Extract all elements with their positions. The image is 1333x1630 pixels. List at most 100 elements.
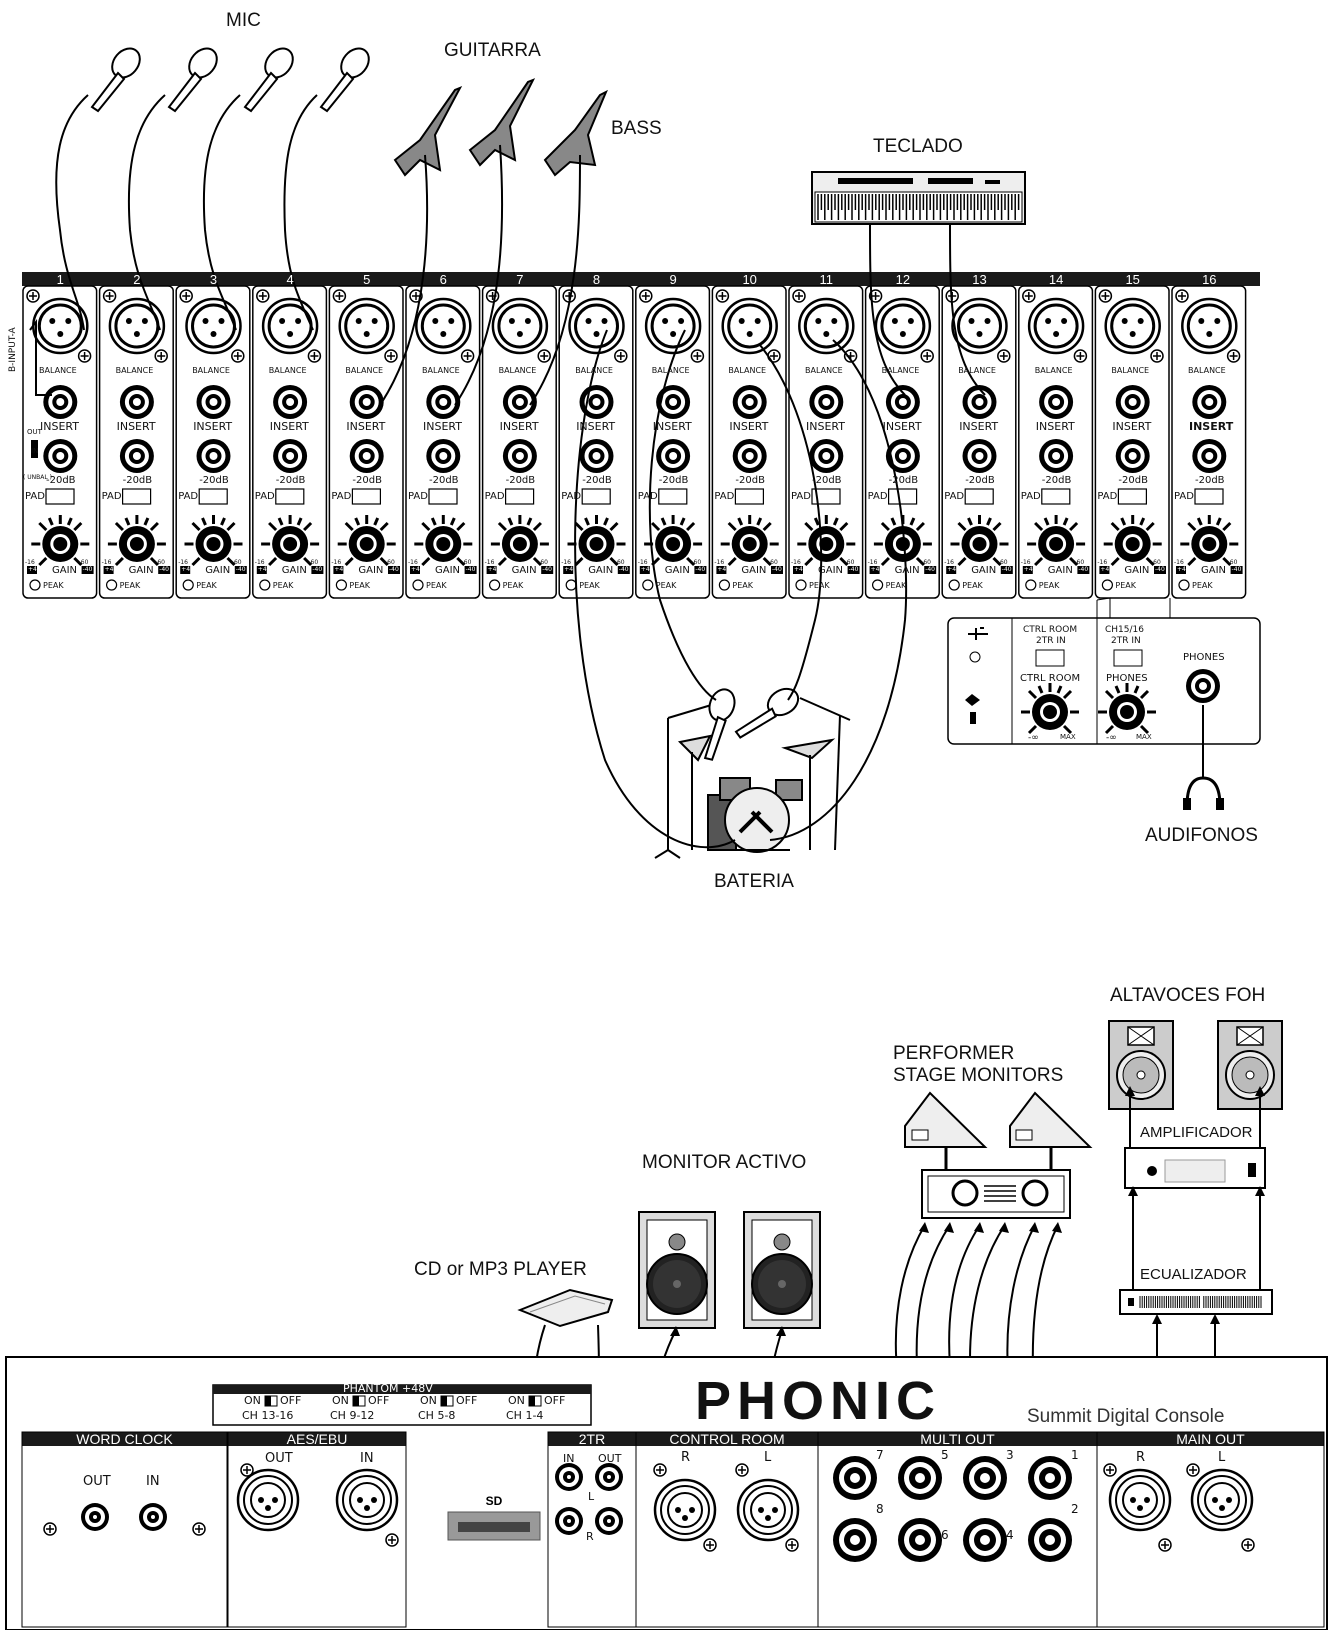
screw [333, 290, 345, 302]
control-room-header: CONTROL ROOM [636, 1431, 818, 1447]
screw [257, 290, 269, 302]
svg-text:SD: SD [486, 1494, 503, 1508]
gain-max-label: -60 [385, 559, 395, 566]
two-tr-r-label: R [586, 1530, 594, 1543]
balance-label: BALANCE [958, 366, 996, 375]
gain-min-label: -16 [255, 559, 265, 566]
balance-jack-3 [197, 385, 231, 419]
pad-switch-10 [735, 489, 763, 504]
insert-label: INSERT [883, 420, 922, 433]
cd-player-label: CD or MP3 PLAYER [414, 1259, 587, 1281]
insert-jack-13 [963, 439, 997, 473]
xlr-input-12 [876, 299, 930, 353]
audifonos-label: AUDIFONOS [1145, 825, 1258, 847]
out-label: OUT [27, 428, 42, 436]
gain-label: GAIN [282, 565, 307, 576]
pad-db-label: -20dB [1195, 475, 1225, 486]
pad-label: PAD [25, 491, 45, 502]
screw [1176, 290, 1188, 302]
pad-label: PAD [1174, 491, 1194, 502]
gain-min-label: -16 [791, 559, 801, 566]
multi-out-number: 4 [1006, 1528, 1014, 1542]
peak-label: PEAK [1192, 581, 1213, 590]
phantom-on-label: ON [508, 1394, 525, 1407]
pad-db-label: -20dB [582, 475, 612, 486]
balance-label: BALANCE [345, 366, 383, 375]
teclado-label: TECLADO [873, 136, 963, 158]
xlr-input-7 [493, 299, 547, 353]
word-clock-in-label: IN [146, 1474, 160, 1489]
amplificador-label: AMPLIFICADOR [1140, 1124, 1253, 1141]
pad-switch-14 [1042, 489, 1070, 504]
balance-jack-4 [273, 385, 307, 419]
pad-label: PAD [485, 491, 505, 502]
channel-number-5: 5 [337, 272, 397, 287]
insert-jack-15 [1116, 439, 1150, 473]
peak-label: PEAK [962, 581, 983, 590]
gain-min-label: -16 [408, 559, 418, 566]
pad-label: PAD [638, 491, 658, 502]
pad-switch-4 [276, 489, 304, 504]
peak-label: PEAK [426, 581, 447, 590]
pad-label: PAD [1097, 491, 1117, 502]
gain-low-label: +4 [641, 566, 650, 573]
channel-number-11: 11 [796, 272, 856, 287]
gain-max-label: -60 [998, 559, 1008, 566]
pad-switch-13 [965, 489, 993, 504]
two-tr-out-label: OUT [598, 1452, 621, 1465]
gain-min-label: -16 [944, 559, 954, 566]
xlr-input-10 [723, 299, 777, 353]
gain-high-label: -40 [312, 566, 322, 573]
multi-out-number: 3 [1006, 1448, 1014, 1462]
channel-number-2: 2 [107, 272, 167, 287]
gain-low-label: +4 [411, 566, 420, 573]
insert-jack-5 [350, 439, 384, 473]
aes-ebu-header: AES/EBU [228, 1431, 406, 1447]
gain-label: GAIN [52, 565, 77, 576]
screw [385, 350, 397, 362]
balance-label: BALANCE [1188, 366, 1226, 375]
pad-switch-9 [659, 489, 687, 504]
screw [155, 350, 167, 362]
pad-db-label: -20dB [123, 475, 153, 486]
balance-jack-12 [886, 385, 920, 419]
multi-out-number: 5 [941, 1448, 949, 1462]
balance-jack-10 [733, 385, 767, 419]
pad-switch-6 [429, 489, 457, 504]
pad-db-label: -20dB [506, 475, 536, 486]
gain-max-label: -60 [1074, 559, 1084, 566]
bateria-label: BATERIA [714, 871, 794, 893]
channel-strip-15 [1095, 286, 1169, 598]
guitarra-label: GUITARRA [444, 40, 541, 62]
gain-low-label: +4 [105, 566, 114, 573]
screw [308, 350, 320, 362]
xlr-input-2 [110, 299, 164, 353]
xlr-input-6 [416, 299, 470, 353]
aes-out-label: OUT [265, 1451, 293, 1466]
insert-jack-10 [733, 439, 767, 473]
pad-label: PAD [178, 491, 198, 502]
xlr-input-3 [187, 299, 241, 353]
channel-number-1: 1 [30, 272, 90, 287]
channel-number-14: 14 [1026, 272, 1086, 287]
phantom-switch-lever [529, 1396, 535, 1406]
balance-label: BALANCE [116, 366, 154, 375]
gain-min-label: -16 [1174, 559, 1184, 566]
insert-jack-2 [120, 439, 154, 473]
gain-max-label: -60 [538, 559, 548, 566]
phantom-group-label: CH 13-16 [242, 1409, 293, 1422]
gain-min-label: -16 [868, 559, 878, 566]
balance-label: BALANCE [728, 366, 766, 375]
pad-db-label: -20dB [889, 475, 919, 486]
pad-switch-3 [199, 489, 227, 504]
unbal-label: ( UNBAL ) [23, 474, 52, 481]
balance-jack-5 [350, 385, 384, 419]
pad-switch-8 [582, 489, 610, 504]
screw [79, 350, 91, 362]
insert-jack-9 [656, 439, 690, 473]
phantom-switch-lever [265, 1396, 271, 1406]
peak-led-4 [260, 580, 270, 590]
gain-min-label: -16 [102, 559, 112, 566]
gain-max-label: -60 [462, 559, 472, 566]
xlr-input-16 [1182, 299, 1236, 353]
